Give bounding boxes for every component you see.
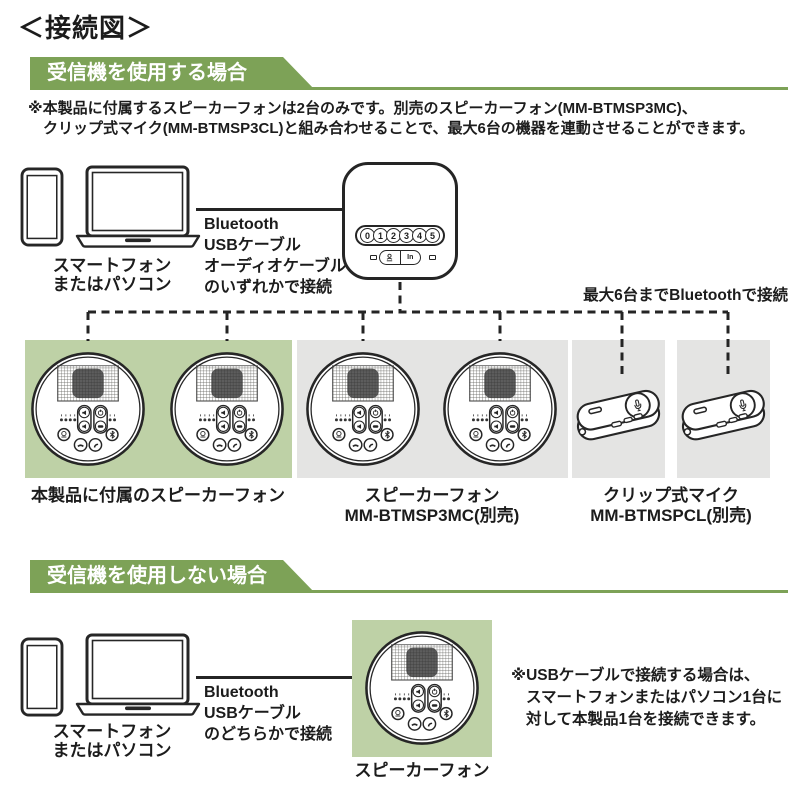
laptop-icon bbox=[72, 165, 204, 253]
receiver-in-label: In bbox=[407, 254, 414, 261]
section1-connection-method-line4: のいずれかで接続 bbox=[204, 279, 333, 296]
section1-source-label: スマートフォン またはパソコン bbox=[22, 256, 202, 294]
receiver-port-left bbox=[370, 255, 377, 260]
optional-speakerphones-box bbox=[297, 340, 568, 478]
section2-connection-method-line1: Bluetooth bbox=[204, 684, 279, 701]
section2-usb-note-line3: 対して本製品1台を接続できます。 bbox=[526, 711, 766, 728]
bluetooth-limit-note: 最大6台までBluetoothで接続 bbox=[583, 287, 788, 304]
section2-banner-rule bbox=[30, 590, 788, 593]
section1-note-line2: クリップ式マイク(MM-BTMSP3CL)と組み合わせることで、最大6台の機器を… bbox=[43, 120, 755, 137]
section2-connection-method-line2: USBケーブル bbox=[204, 705, 301, 722]
clip-mic-icon bbox=[571, 378, 667, 449]
receiver-button-5: 5 bbox=[425, 228, 440, 243]
section1-banner-rule bbox=[30, 87, 788, 90]
receiver-unit: 0 1 2 3 4 5 In bbox=[342, 162, 458, 280]
smartphone-icon bbox=[20, 167, 64, 247]
section1-connector-line bbox=[196, 208, 342, 211]
dashed-connection-lines bbox=[86, 282, 730, 376]
receiver-button-2: 2 bbox=[386, 228, 401, 243]
laptop-icon bbox=[72, 633, 204, 721]
clip-mic-box-1 bbox=[572, 340, 665, 478]
section2-source-label-line1: スマートフォン bbox=[52, 722, 172, 741]
receiver-pairing-icon bbox=[380, 251, 401, 264]
receiver-io-switch: In bbox=[379, 250, 421, 265]
section1-connection-method: Bluetooth USBケーブル オーディオケーブル のいずれかで接続 bbox=[204, 214, 346, 298]
section2-usb-note-line2: スマートフォンまたはパソコン1台に bbox=[526, 689, 783, 706]
receiver-button-1: 1 bbox=[373, 228, 388, 243]
section1-note: ※本製品に付属するスピーカーフォンは2台のみです。別売のスピーカーフォン(MM-… bbox=[28, 99, 754, 139]
section1-connection-method-line3: オーディオケーブル bbox=[204, 258, 346, 275]
page-title: ＜接続図＞ bbox=[18, 13, 154, 43]
section1-connection-method-line1: Bluetooth bbox=[204, 216, 279, 233]
section1-source-label-line1: スマートフォン bbox=[52, 256, 172, 275]
smartphone-icon bbox=[20, 637, 64, 717]
section2-speakerphone-box bbox=[352, 620, 492, 757]
receiver-channel-buttons: 0 1 2 3 4 5 bbox=[355, 225, 445, 246]
clip-mic-box-2 bbox=[677, 340, 770, 478]
section2-source-label: スマートフォン またはパソコン bbox=[22, 722, 202, 760]
clip-mic-label-line2: MM-BTMSPCL(別売) bbox=[590, 506, 752, 525]
section1-header-banner: 受信機を使用する場合 bbox=[30, 57, 315, 90]
optional-speakerphone-label-line2: MM-BTMSP3MC(別売) bbox=[344, 506, 520, 525]
section2-connector-line bbox=[196, 676, 352, 679]
section2-usb-note-line1: ※USBケーブルで接続する場合は、 bbox=[511, 667, 760, 684]
bundled-speakerphones-box bbox=[25, 340, 292, 478]
section2-usb-note: ※USBケーブルで接続する場合は、 スマートフォンまたはパソコン1台に 対して本… bbox=[511, 665, 782, 731]
clip-mic-label-line1: クリップ式マイク bbox=[603, 486, 739, 505]
clip-mic-label: クリップ式マイク MM-BTMSPCL(別売) bbox=[566, 486, 776, 526]
bundled-speakerphones-label: 本製品に付属のスピーカーフォン bbox=[31, 486, 285, 505]
section2-speakerphone-label: スピーカーフォン bbox=[354, 761, 490, 780]
section2-header-banner: 受信機を使用しない場合 bbox=[30, 560, 315, 593]
section2-source-label-line2: またはパソコン bbox=[52, 741, 172, 760]
receiver-button-4: 4 bbox=[412, 228, 427, 243]
section1-source-label-line2: またはパソコン bbox=[52, 275, 172, 294]
section1-note-line1: ※本製品に付属するスピーカーフォンは2台のみです。別売のスピーカーフォン(MM-… bbox=[28, 100, 697, 117]
speakerphone-icon bbox=[363, 629, 481, 747]
optional-speakerphone-label-line1: スピーカーフォン bbox=[364, 486, 500, 505]
optional-speakerphone-label: スピーカーフォン MM-BTMSP3MC(別売) bbox=[332, 486, 532, 526]
section1-connection-method-line2: USBケーブル bbox=[204, 237, 301, 254]
section2-connection-method: Bluetooth USBケーブル のどちらかで接続 bbox=[204, 682, 332, 745]
clip-mic-icon bbox=[676, 378, 772, 449]
section2-connection-method-line3: のどちらかで接続 bbox=[204, 726, 333, 743]
receiver-port-right bbox=[429, 255, 436, 260]
